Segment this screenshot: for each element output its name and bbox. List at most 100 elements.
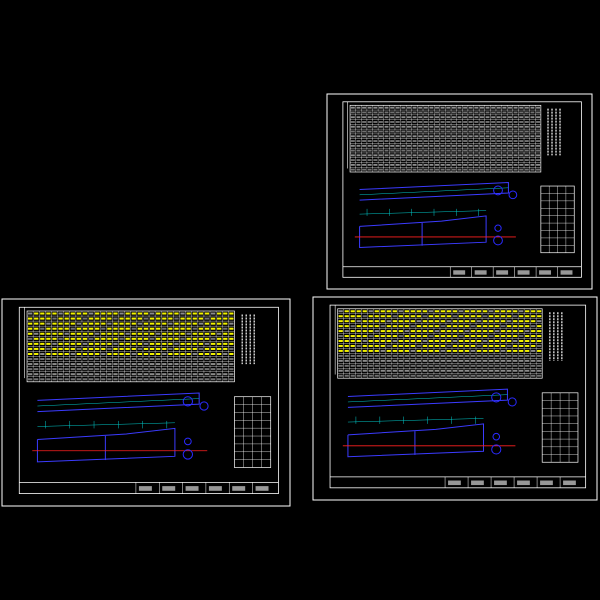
quantity-table (337, 308, 543, 379)
table-cell-text (34, 332, 39, 335)
table-cell-text (392, 335, 397, 338)
table-cell-text (223, 332, 228, 335)
table-cell-text (143, 322, 149, 325)
table-cell-text (446, 369, 452, 372)
table-cell-text (476, 335, 482, 338)
table-cell-text (58, 332, 63, 335)
table-cell-text (70, 378, 75, 381)
table-cell-text (34, 368, 39, 371)
table-cell-text (395, 144, 400, 147)
table-cell-text (125, 373, 130, 376)
table-cell-text (70, 342, 75, 345)
table-cell-text (488, 325, 494, 328)
table-cell-text (474, 149, 479, 152)
table-cell-text (350, 111, 355, 114)
table-cell-text (423, 106, 428, 109)
table-cell-text (479, 140, 484, 142)
table-cell-text (482, 359, 488, 362)
table-cell-text (58, 352, 63, 355)
table-cell-text (404, 364, 409, 367)
table-cell-text (404, 330, 409, 333)
table-cell-text (82, 332, 88, 335)
table-cell-text (131, 378, 136, 381)
table-cell-text (513, 315, 518, 318)
table-cell-text (446, 349, 452, 352)
table-cell-text (407, 121, 411, 123)
title-block-text (560, 270, 573, 275)
table-cell-text (507, 310, 512, 313)
table-cell-text (386, 374, 391, 377)
table-cell-text (508, 163, 512, 166)
table-cell-text (536, 140, 541, 142)
table-cell-text (429, 140, 434, 142)
table-cell-text (530, 130, 535, 133)
table-cell-text (412, 140, 417, 142)
table-cell-text (500, 340, 506, 342)
table-cell-text (192, 358, 197, 361)
table-cell-text (390, 154, 395, 157)
table-cell-text (470, 354, 476, 357)
table-cell-text (485, 135, 490, 138)
table-cell-text (513, 116, 518, 119)
table-cell-text (451, 121, 456, 123)
table-cell-text (434, 335, 440, 338)
table-cell-text (463, 159, 468, 162)
table-cell-text (356, 325, 361, 328)
table-cell-text (223, 317, 228, 320)
table-cell-text (457, 121, 462, 123)
table-cell-text (536, 159, 541, 162)
table-cell-text (407, 125, 411, 128)
table-cell-text (496, 144, 501, 147)
table-cell-text (367, 140, 372, 142)
table-cell-text (434, 369, 440, 372)
table-cell-text (149, 312, 155, 315)
table-cell-text (530, 111, 535, 114)
table-cell-text (410, 315, 415, 318)
table-cell-text (367, 130, 372, 133)
table-cell-text (58, 322, 63, 325)
table-cell-text (119, 322, 124, 325)
title-block-text (232, 486, 246, 491)
table-cell-text (373, 130, 378, 133)
table-cell-text (174, 322, 179, 325)
table-cell-text (137, 373, 143, 376)
table-cell-text (107, 327, 112, 330)
table-cell-text (174, 363, 179, 366)
table-cell-text (422, 310, 428, 313)
table-cell-text (162, 373, 167, 376)
table-cell-text (88, 322, 94, 325)
table-cell-text (416, 349, 422, 352)
table-cell-text (452, 354, 458, 357)
table-cell-text (210, 317, 216, 320)
table-cell-text (192, 352, 197, 355)
table-cell-text (186, 363, 191, 366)
table-cell-text (485, 116, 490, 119)
table-cell-text (356, 364, 361, 367)
table-cell-text (440, 140, 445, 142)
beam-plan-view (359, 182, 518, 201)
table-cell-text (474, 154, 479, 157)
table-cell-text (530, 140, 535, 142)
table-cell-text (125, 342, 130, 345)
table-cell-text (362, 140, 367, 142)
table-cell-text (474, 130, 479, 133)
table-cell-text (488, 330, 494, 333)
table-cell-text (423, 163, 428, 166)
table-cell-text (390, 135, 395, 138)
table-cell-text (70, 373, 75, 376)
table-cell-text (46, 332, 51, 335)
table-cell-text (186, 342, 191, 345)
table-cell-text (168, 327, 173, 330)
table-cell-text (496, 140, 501, 142)
table-cell-text (410, 369, 415, 372)
table-cell-text (362, 168, 367, 171)
table-cell-text (40, 368, 45, 371)
table-cell-text (410, 330, 415, 333)
table-cell-text (174, 337, 179, 340)
table-cell-text (95, 373, 100, 376)
table-cell-text (58, 312, 63, 315)
table-cell-text (470, 340, 476, 342)
table-cell-text (468, 135, 473, 138)
table-cell-text (64, 368, 69, 371)
